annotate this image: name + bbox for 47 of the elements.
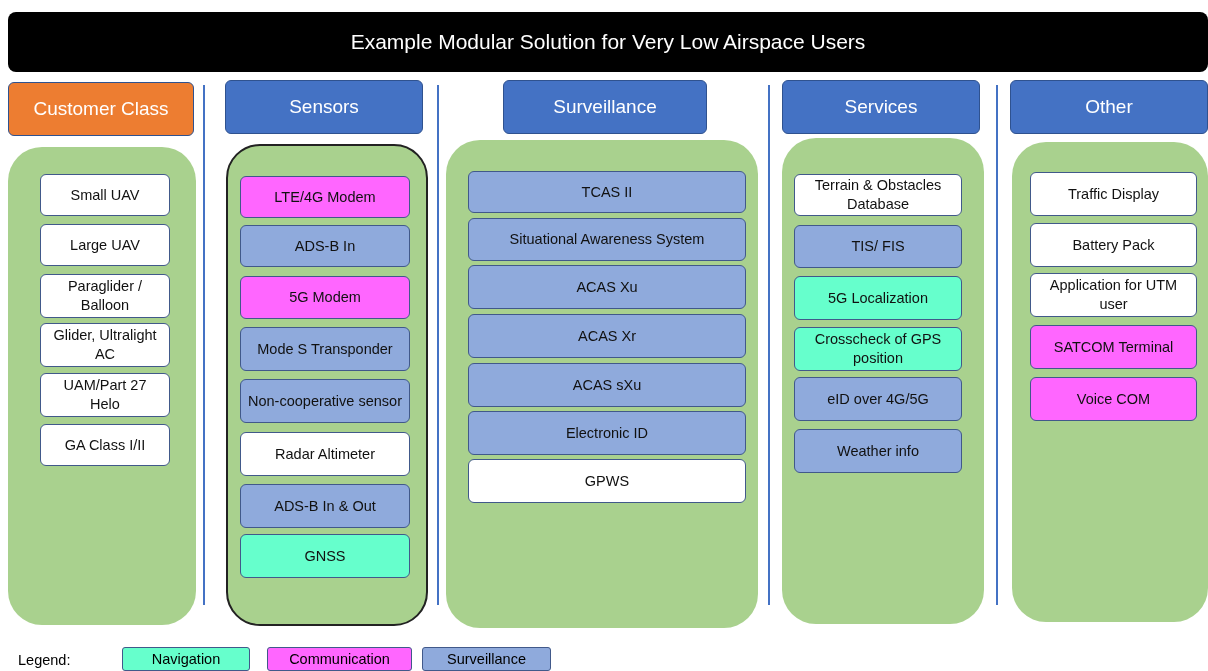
component-box: ACAS Xu	[468, 265, 746, 309]
column-header: Surveillance	[503, 80, 707, 134]
component-box: 5G Localization	[794, 276, 962, 320]
component-box: Voice COM	[1030, 377, 1197, 421]
component-box: LTE/4G Modem	[240, 176, 410, 218]
column-panel	[226, 144, 428, 626]
component-box: Mode S Transponder	[240, 327, 410, 371]
column-header: Other	[1010, 80, 1208, 134]
column-panel	[8, 147, 196, 625]
column-header: Customer Class	[8, 82, 194, 136]
component-box: Radar Altimeter	[240, 432, 410, 476]
component-box: ACAS sXu	[468, 363, 746, 407]
component-box: Large UAV	[40, 224, 170, 266]
column-header: Sensors	[225, 80, 423, 134]
component-box: Non-cooperative sensor	[240, 379, 410, 423]
component-box: TIS/ FIS	[794, 225, 962, 268]
legend-key: Communication	[267, 647, 412, 671]
component-box: GNSS	[240, 534, 410, 578]
component-box: Traffic Display	[1030, 172, 1197, 216]
column-header: Services	[782, 80, 980, 134]
component-box: eID over 4G/5G	[794, 377, 962, 421]
component-box: Crosscheck of GPS position	[794, 327, 962, 371]
component-box: Battery Pack	[1030, 223, 1197, 267]
component-box: SATCOM Terminal	[1030, 325, 1197, 369]
title-bar: Example Modular Solution for Very Low Airspace Users	[8, 12, 1208, 72]
component-box: GA Class I/II	[40, 424, 170, 466]
component-box: Weather info	[794, 429, 962, 473]
component-box: ADS-B In & Out	[240, 484, 410, 528]
component-box: Paraglider / Balloon	[40, 274, 170, 318]
component-box: Terrain & Obstacles Database	[794, 174, 962, 216]
component-box: GPWS	[468, 459, 746, 503]
legend-heading: Legend:	[18, 652, 71, 668]
component-box: ACAS Xr	[468, 314, 746, 358]
component-box: 5G Modem	[240, 276, 410, 319]
column-panel	[782, 138, 984, 624]
component-box: ADS-B In	[240, 225, 410, 267]
legend-key: Surveillance	[422, 647, 551, 671]
column-panel	[446, 140, 758, 628]
component-box: TCAS II	[468, 171, 746, 213]
component-box: Situational Awareness System	[468, 218, 746, 261]
legend-key: Navigation	[122, 647, 250, 671]
component-box: Application for UTM user	[1030, 273, 1197, 317]
component-box: Glider, Ultralight AC	[40, 323, 170, 367]
column-panel	[1012, 142, 1208, 622]
component-box: Small UAV	[40, 174, 170, 216]
component-box: UAM/Part 27 Helo	[40, 373, 170, 417]
component-box: Electronic ID	[468, 411, 746, 455]
